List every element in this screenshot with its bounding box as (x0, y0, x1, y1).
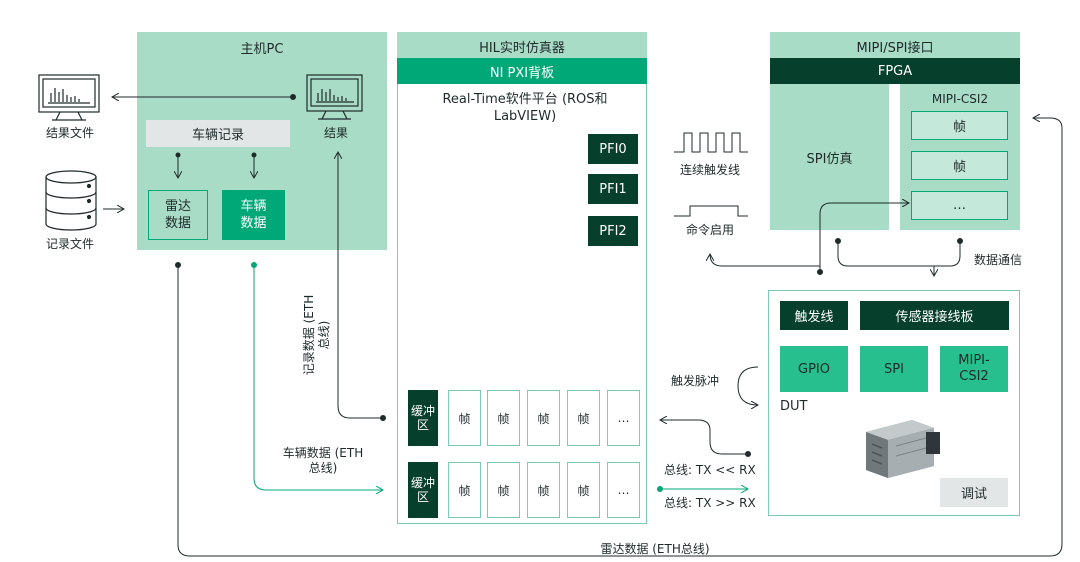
bus-tx-rx-label: 总线: TX << RX (664, 463, 756, 477)
pfi2-box: PFI2 (588, 216, 638, 246)
result-label: 结果 (323, 126, 348, 140)
frame-ellipsis: … (607, 462, 640, 518)
trigger-line-box: 触发线 (780, 301, 848, 330)
dut-label: DUT (780, 399, 808, 414)
vehicle-data-box: 车辆 数据 (222, 190, 285, 240)
vehicle-data-label: 车辆 数据 (240, 199, 267, 231)
fpga-bar: FPGA (770, 58, 1020, 84)
radar-data-label: 雷达 数据 (164, 199, 191, 231)
spi-box: SPI (860, 346, 928, 392)
debug-box: 调试 (940, 478, 1008, 507)
log-data-eth-label: 记录数据 (ETH 总线) (302, 294, 331, 376)
pfi0-box: PFI0 (588, 134, 638, 164)
frame-cell: 帧 (448, 462, 481, 518)
mipi-spi-title: MIPI/SPI接口 (856, 41, 934, 56)
data-comm-label: 数据通信 (974, 253, 1023, 267)
host-pc-title: 主机PC (240, 42, 284, 57)
spi-sim-box: SPI仿真 (770, 84, 889, 230)
gpio-box: GPIO (780, 346, 848, 392)
hil-platform-label: Real-Time软件平台 (ROS和 LabVIEW) (442, 92, 608, 124)
csi2-frame: 帧 (911, 151, 1008, 180)
vehicle-log-box: 车辆记录 (146, 120, 290, 147)
frame-cell: 帧 (527, 462, 560, 518)
csi2-frame: 帧 (911, 111, 1008, 140)
csi2-title: MIPI-CSI2 (931, 92, 989, 106)
hil-backplane-bar: NI PXI背板 (397, 58, 647, 84)
result-files-label: 结果文件 (45, 126, 94, 140)
vehicle-data-eth-label: 车辆数据 (ETH 总线) (282, 446, 364, 475)
pfi1-box: PFI1 (588, 174, 638, 204)
sensor-board-box: 传感器接线板 (860, 301, 1009, 330)
frame-ellipsis: … (607, 390, 640, 446)
frame-cell: 帧 (567, 390, 600, 446)
trigger-pulse-label: 触发脉冲 (671, 374, 720, 388)
csi2-frame-ellipsis: … (911, 191, 1008, 220)
fpga-split (889, 84, 900, 98)
hil-panel: HIL实时仿真器 (397, 32, 647, 58)
frame-cell: 帧 (527, 390, 560, 446)
bus-rx-tx-label: 总线: TX >> RX (664, 496, 756, 510)
frame-cell: 帧 (567, 462, 600, 518)
radar-data-box: 雷达 数据 (148, 190, 208, 240)
mipi-csi2-label: MIPI- CSI2 (958, 353, 990, 384)
frame-cell: 帧 (487, 462, 520, 518)
radar-data-eth-label: 雷达数据 (ETH总线) (600, 542, 710, 556)
command-enable-label: 命令启用 (685, 223, 734, 237)
log-files-label: 记录文件 (45, 237, 94, 251)
buffer-label-2: 缓冲 区 (408, 462, 438, 518)
mipi-spi-panel: MIPI/SPI接口 (770, 32, 1020, 58)
frame-cell: 帧 (487, 390, 520, 446)
buffer-label-1: 缓冲 区 (408, 390, 438, 446)
mipi-csi2-box: MIPI- CSI2 (940, 346, 1008, 392)
continuous-trigger-label: 连续触发线 (679, 163, 740, 177)
hil-title: HIL实时仿真器 (479, 41, 565, 56)
frame-cell: 帧 (448, 390, 481, 446)
